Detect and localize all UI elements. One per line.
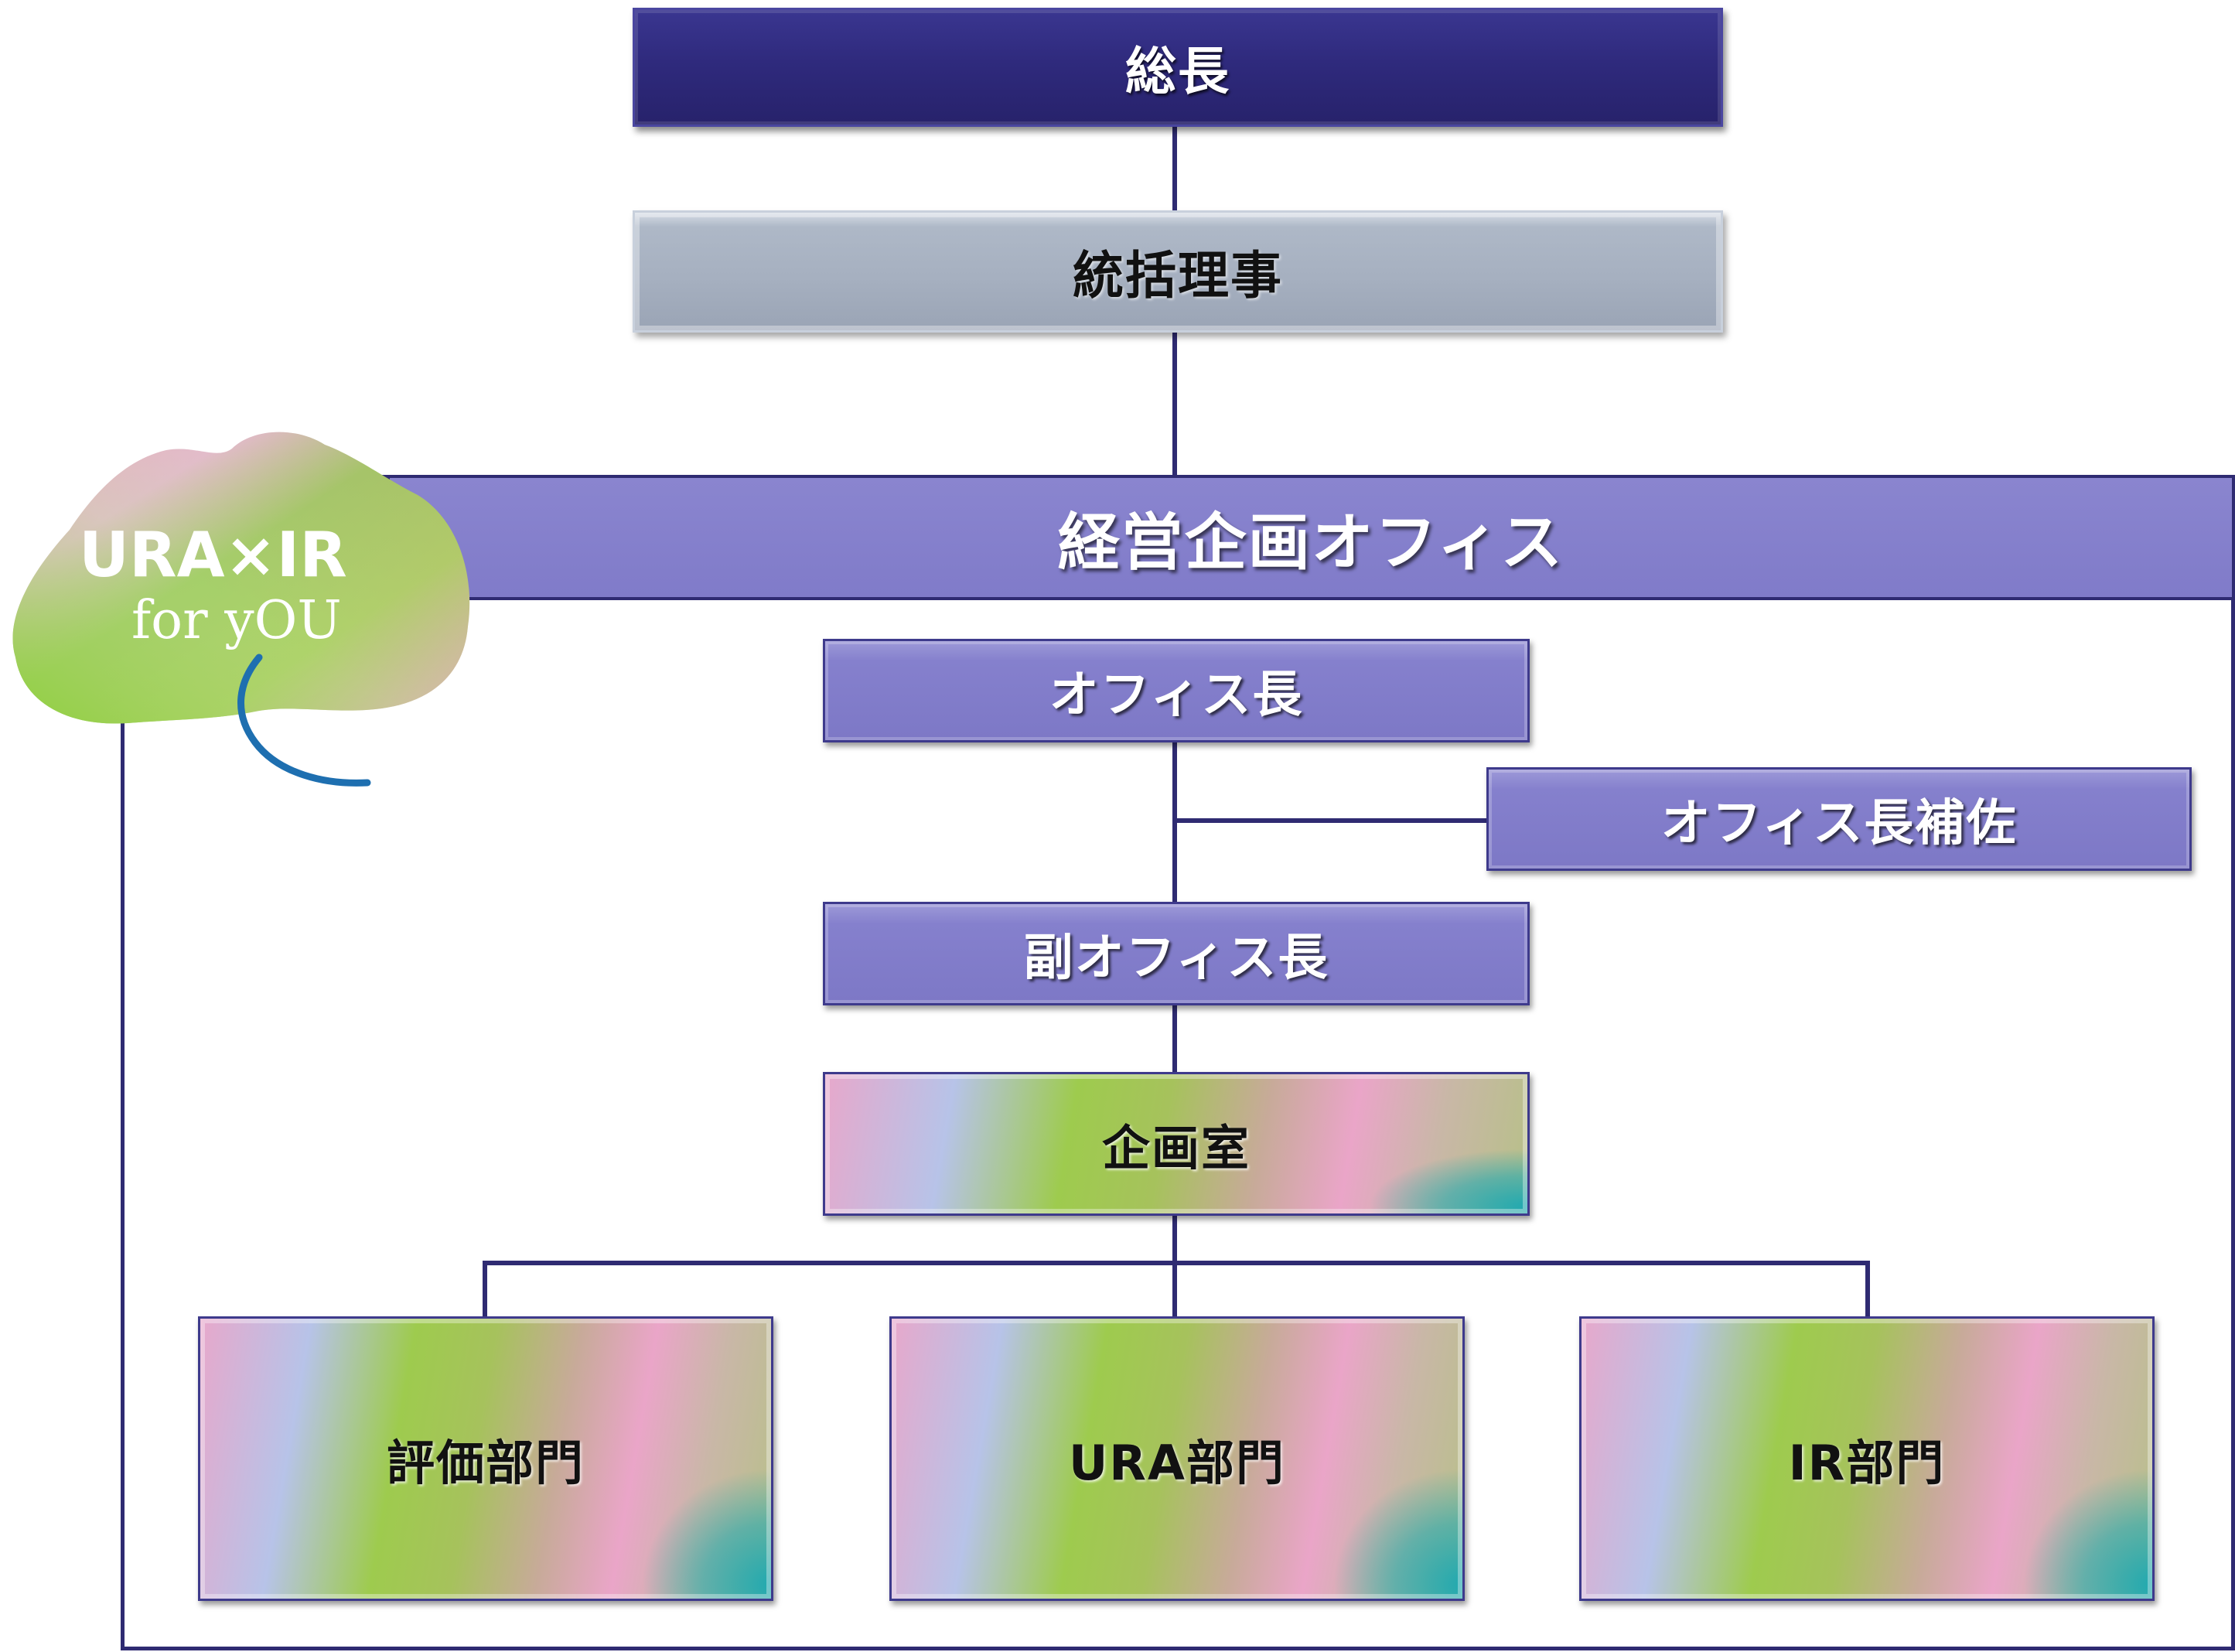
office-head-box: オフィス長 <box>823 639 1530 742</box>
ura-ir-logo: URA×IR for yOU <box>0 402 495 804</box>
logo-line1: URA×IR <box>79 519 347 591</box>
office-head-label: オフィス長 <box>1049 667 1304 724</box>
department-box-ura: URA部門 <box>889 1316 1465 1601</box>
deputy-office-head-box: 副オフィス長 <box>823 902 1530 1005</box>
connector-dept-left <box>483 1261 487 1319</box>
connector-departments-bus <box>483 1261 1870 1265</box>
department-box-evaluation: 評価部門 <box>198 1316 773 1601</box>
office-header: 経営企画オフィス <box>387 475 2235 600</box>
department-label: IR部門 <box>1788 1435 1946 1491</box>
department-label: 評価部門 <box>386 1435 585 1491</box>
connector-director-office <box>1172 331 1177 478</box>
president-box: 総長 <box>633 8 1723 127</box>
connector-planning-departments <box>1172 1214 1177 1319</box>
connector-head-deputy <box>1172 741 1177 905</box>
connector-dept-right <box>1865 1261 1870 1319</box>
ginkgo-leaf-icon: URA×IR for yOU <box>12 432 470 787</box>
office-head-assistant-box: オフィス長補佐 <box>1486 767 2192 871</box>
connector-assistant-branch <box>1172 818 1489 823</box>
office-name: 経営企画オフィス <box>1057 507 1564 579</box>
office-head-assistant-label: オフィス長補佐 <box>1660 795 2018 852</box>
connector-deputy-planning <box>1172 1005 1177 1073</box>
executive-director-label: 統括理事 <box>1073 246 1283 305</box>
planning-room-label: 企画室 <box>1101 1120 1251 1176</box>
planning-room-box: 企画室 <box>823 1072 1530 1216</box>
connector-president-director <box>1172 125 1177 212</box>
logo-line2: for yOU <box>131 590 342 651</box>
department-box-ir: IR部門 <box>1579 1316 2155 1601</box>
executive-director-box: 統括理事 <box>633 210 1723 333</box>
department-label: URA部門 <box>1068 1435 1286 1491</box>
deputy-office-head-label: 副オフィス長 <box>1023 930 1329 987</box>
president-label: 総長 <box>1125 42 1230 101</box>
